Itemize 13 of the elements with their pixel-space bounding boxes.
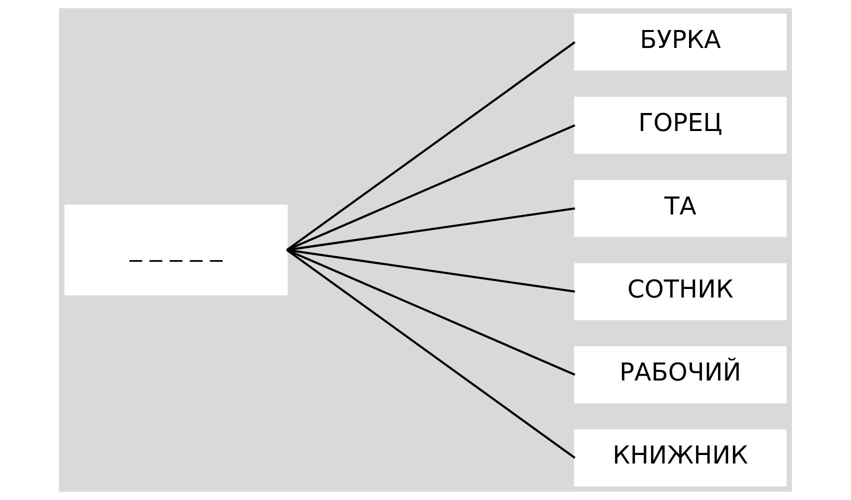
node-box: ГОРЕЦ xyxy=(574,96,787,154)
connector xyxy=(286,249,576,376)
connector xyxy=(286,249,576,459)
node-box: СОТНИК xyxy=(574,263,787,320)
node-box: КНИЖНИК xyxy=(574,429,787,486)
connector xyxy=(286,41,576,251)
connector xyxy=(286,124,576,251)
node-box: ТА xyxy=(574,180,787,237)
connector xyxy=(286,207,576,252)
node-box: БУРКА xyxy=(574,14,787,71)
connector xyxy=(286,248,576,293)
node-box: РАБОЧИЙ xyxy=(574,346,787,404)
node-box: _ _ _ _ _ xyxy=(64,204,288,296)
